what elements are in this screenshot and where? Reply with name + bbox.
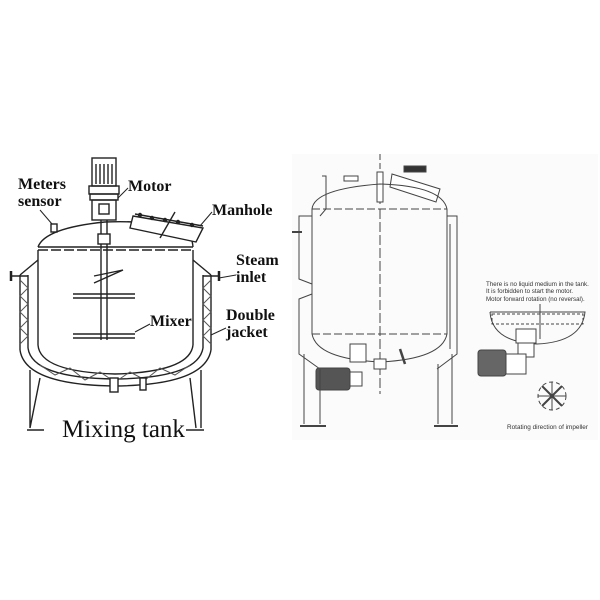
motor-icon	[88, 157, 120, 221]
tank-technical-drawing	[292, 154, 586, 427]
double-label-line: Double	[226, 307, 275, 324]
mixing-tank-drawing	[9, 157, 237, 431]
steam-inlet-label: Steam inlet	[236, 252, 279, 286]
sensor-label-line: sensor	[18, 193, 62, 210]
mixing-tank-diagram: Meters sensor Motor Manhole Steam inlet …	[0, 150, 290, 450]
warning-notes: There is no liquid medium in the tank. I…	[486, 281, 589, 303]
motor-label: Motor	[128, 178, 172, 195]
manhole-icon	[129, 211, 205, 243]
impeller-caption: Rotating direction of impeller	[507, 424, 588, 431]
jacket-label-line: jacket	[226, 324, 268, 341]
technical-drawing-panel: There is no liquid medium in the tank. I…	[292, 154, 598, 440]
meters-label-line: Meters	[18, 176, 66, 193]
warning-note-no-liquid: There is no liquid medium in the tank.	[486, 281, 589, 288]
meters-sensor-label: Meters sensor	[18, 176, 66, 210]
inlet-label-line: inlet	[236, 269, 267, 286]
diagram-title: Mixing tank	[62, 416, 185, 443]
manhole-label: Manhole	[212, 202, 273, 219]
mixer-label: Mixer	[150, 313, 192, 330]
warning-note-forbidden-start: It is forbidden to start the motor.	[486, 288, 574, 296]
double-jacket-label: Double jacket	[226, 307, 275, 341]
impeller-rotation-icon	[537, 381, 567, 411]
warning-note-forward-rotation: Motor forward rotation (no reversal).	[486, 295, 585, 303]
steam-label-line: Steam	[236, 252, 279, 269]
